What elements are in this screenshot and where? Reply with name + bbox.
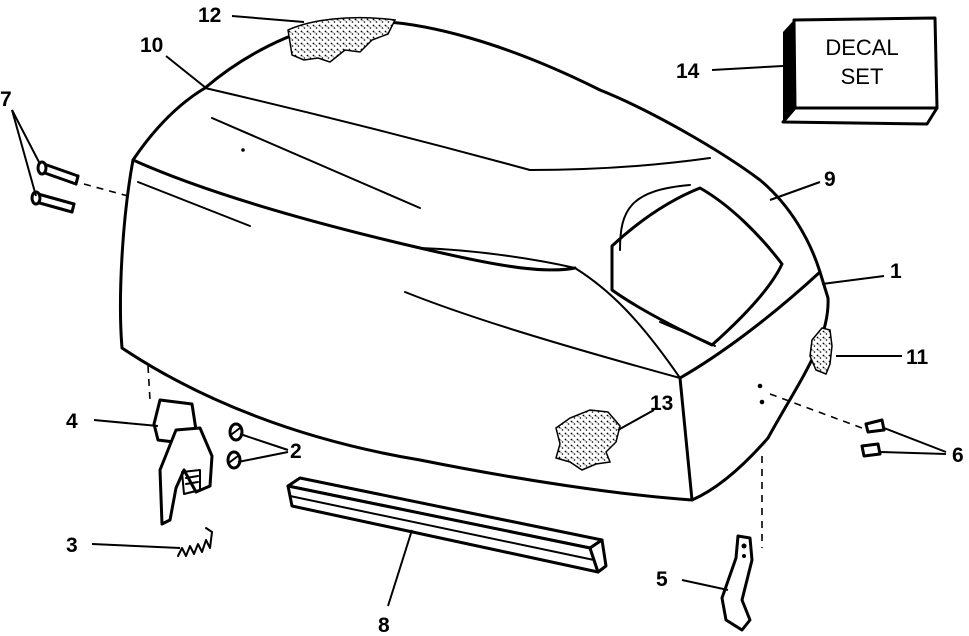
- callout-8: 8: [378, 614, 390, 636]
- leader-lines: [11, 15, 947, 607]
- seal-strip-8: [286, 476, 608, 574]
- callout-5: 5: [656, 568, 668, 591]
- callout-9: 9: [824, 168, 836, 191]
- decal-set-box: DECAL SET: [781, 16, 939, 126]
- callout-2: 2: [290, 440, 302, 463]
- decal-11-patch: [809, 327, 833, 375]
- callout-13: 13: [650, 392, 673, 415]
- decal-set-line-2: SET: [841, 64, 884, 89]
- callout-10: 10: [140, 34, 163, 57]
- callout-14: 14: [676, 60, 700, 83]
- plugs-6: [769, 393, 886, 458]
- decal-set-line-1: DECAL: [825, 35, 898, 60]
- callout-11: 11: [906, 346, 929, 369]
- screws-7: [30, 160, 129, 214]
- motor-cover: [119, 19, 830, 502]
- callout-7: 7: [0, 88, 12, 111]
- callout-6: 6: [952, 444, 964, 467]
- callout-numbers: 12 10 7 14 9 1 11 13 4 2 3 8 5 6: [0, 4, 964, 636]
- washers-2: [226, 422, 244, 470]
- bracket-5: [720, 456, 763, 632]
- latch-4: [147, 365, 214, 526]
- cover-window: [610, 186, 784, 347]
- spring-3: [177, 527, 213, 557]
- callout-12: 12: [198, 4, 221, 27]
- callout-1: 1: [890, 260, 902, 283]
- callout-4: 4: [66, 410, 78, 433]
- decal-13-patch: [555, 409, 621, 471]
- callout-3: 3: [66, 534, 78, 557]
- decal-12-patch: [287, 16, 397, 63]
